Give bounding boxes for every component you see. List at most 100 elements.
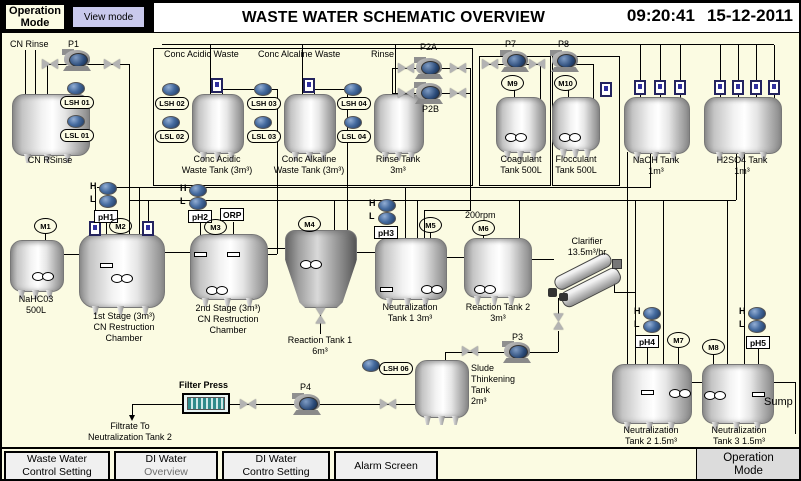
valve[interactable] (315, 307, 326, 324)
valve[interactable] (104, 59, 120, 70)
clock: 09:20:41 15-12-2011 (627, 6, 793, 26)
pump-label-p2b: P2B (422, 104, 440, 114)
valve[interactable] (398, 63, 414, 74)
level-indicator-icon (362, 359, 380, 372)
pipe (614, 292, 635, 293)
pump-p4[interactable] (292, 393, 322, 415)
pump-label-p3: P3 (512, 332, 524, 342)
tank-leg (386, 298, 393, 307)
pipe (736, 152, 737, 200)
pipe (35, 50, 36, 134)
nav-alarm-screen[interactable]: Alarm Screen (334, 451, 438, 479)
valve-status-icon[interactable] (211, 78, 223, 93)
ph-electrode-icon (194, 252, 207, 257)
motor-m5: M5 (419, 217, 442, 233)
level-switch: LSL 03 (247, 130, 281, 143)
valve[interactable] (482, 59, 498, 70)
cn-rinse-label: CN Rinse (10, 39, 49, 49)
tank-leg (738, 152, 745, 161)
level-switch: LSH 03 (247, 97, 281, 110)
pipe (650, 152, 651, 188)
level-indicator-icon (162, 83, 180, 96)
valve-status-icon[interactable] (600, 82, 612, 97)
tank-leg (504, 151, 511, 160)
valve[interactable] (450, 88, 466, 99)
pipe (720, 45, 721, 80)
high-level-label: H (180, 183, 187, 193)
rinse-label: Rinse (371, 49, 395, 59)
valve[interactable] (42, 59, 58, 70)
pipe (62, 254, 79, 255)
tank-leg (44, 154, 51, 163)
pump-p2b[interactable] (414, 82, 444, 104)
tank-leg (424, 416, 431, 425)
tank-leg (452, 416, 459, 425)
tank-conc-alkaline (284, 94, 336, 154)
low-level-label: L (739, 319, 745, 329)
pipe (558, 298, 559, 317)
pump-p1[interactable] (62, 49, 92, 71)
level-indicator-icon (378, 199, 396, 212)
valve[interactable] (462, 346, 478, 357)
valve-status-icon[interactable] (634, 80, 646, 95)
motor-m6: M6 (472, 220, 495, 236)
tank-leg (530, 151, 537, 160)
valve-status-icon[interactable] (732, 80, 744, 95)
tank-leg (292, 152, 299, 161)
pump-p7[interactable] (500, 50, 530, 72)
pipe (355, 252, 375, 253)
tank-leg (754, 422, 761, 431)
pipe (727, 200, 728, 392)
pipe (132, 404, 415, 405)
valve-status-icon[interactable] (750, 80, 762, 95)
operation-mode-indicator[interactable]: Operation Mode (4, 3, 66, 31)
pump-p2a[interactable] (414, 57, 444, 79)
valve[interactable] (240, 399, 256, 410)
tank-leg (422, 298, 429, 307)
valve-status-icon[interactable] (303, 78, 315, 93)
level-indicator-icon (162, 116, 180, 129)
ph-electrode-icon (380, 287, 393, 292)
tank-leg (438, 416, 445, 425)
clock-date: 15-12-2011 (706, 6, 793, 25)
valve[interactable] (380, 399, 396, 410)
pipe (640, 45, 641, 80)
valve[interactable] (529, 59, 545, 70)
agitator-icon (505, 133, 527, 142)
valve-status-icon[interactable] (768, 80, 780, 95)
valve[interactable] (398, 88, 414, 99)
valve-status-icon[interactable] (674, 80, 686, 95)
valve[interactable] (450, 63, 466, 74)
pipe (395, 45, 396, 136)
tank-leg (214, 152, 221, 161)
ph-electrode-icon (100, 263, 113, 268)
tank-leg (224, 298, 231, 307)
valve[interactable] (553, 313, 564, 330)
view-mode-button[interactable]: View mode (72, 6, 145, 28)
level-switch: LSL 04 (337, 130, 371, 143)
ph3-indicator: pH3 (374, 226, 398, 239)
level-indicator-icon (378, 212, 396, 225)
level-indicator-icon (643, 320, 661, 333)
conc-acidic-waste-label: Conc Acidic Waste (164, 49, 239, 59)
tank-leg (395, 152, 402, 161)
pump-p3[interactable] (502, 341, 532, 363)
high-level-label: H (634, 306, 641, 316)
filter-press (182, 393, 230, 414)
pipe (266, 248, 285, 249)
level-switch: LSH 06 (379, 362, 413, 375)
valve-status-icon[interactable] (654, 80, 666, 95)
pump-p8[interactable] (550, 50, 580, 72)
valve-status-icon[interactable] (89, 221, 101, 236)
tank-leg (32, 290, 39, 299)
valve-status-icon[interactable] (714, 80, 726, 95)
pipe (314, 89, 347, 90)
pipe (445, 257, 464, 258)
valve-status-icon[interactable] (142, 221, 154, 236)
